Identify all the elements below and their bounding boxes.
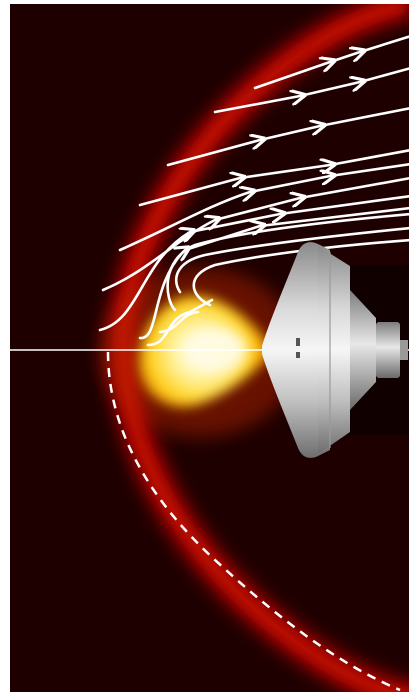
capsule-body bbox=[318, 246, 350, 454]
streamline-9 bbox=[166, 212, 409, 312]
streamline-2 bbox=[253, 35, 409, 90]
streamline-13 bbox=[158, 310, 200, 334]
streamline-3 bbox=[166, 107, 409, 167]
capsule-window bbox=[296, 338, 300, 346]
streamline-11 bbox=[192, 238, 409, 307]
capsule-heat-shield bbox=[262, 242, 330, 458]
streamline-1 bbox=[213, 67, 409, 114]
streamline-10 bbox=[175, 226, 409, 294]
capsule bbox=[262, 242, 408, 458]
shock-fit-dashed-curve bbox=[106, 351, 401, 692]
capsule-aft-cone bbox=[350, 290, 376, 410]
capsule-rear-cylinder bbox=[376, 322, 400, 378]
capsule-rear-cap bbox=[400, 340, 408, 360]
streamlines bbox=[98, 35, 409, 347]
capsule-port bbox=[296, 352, 300, 358]
